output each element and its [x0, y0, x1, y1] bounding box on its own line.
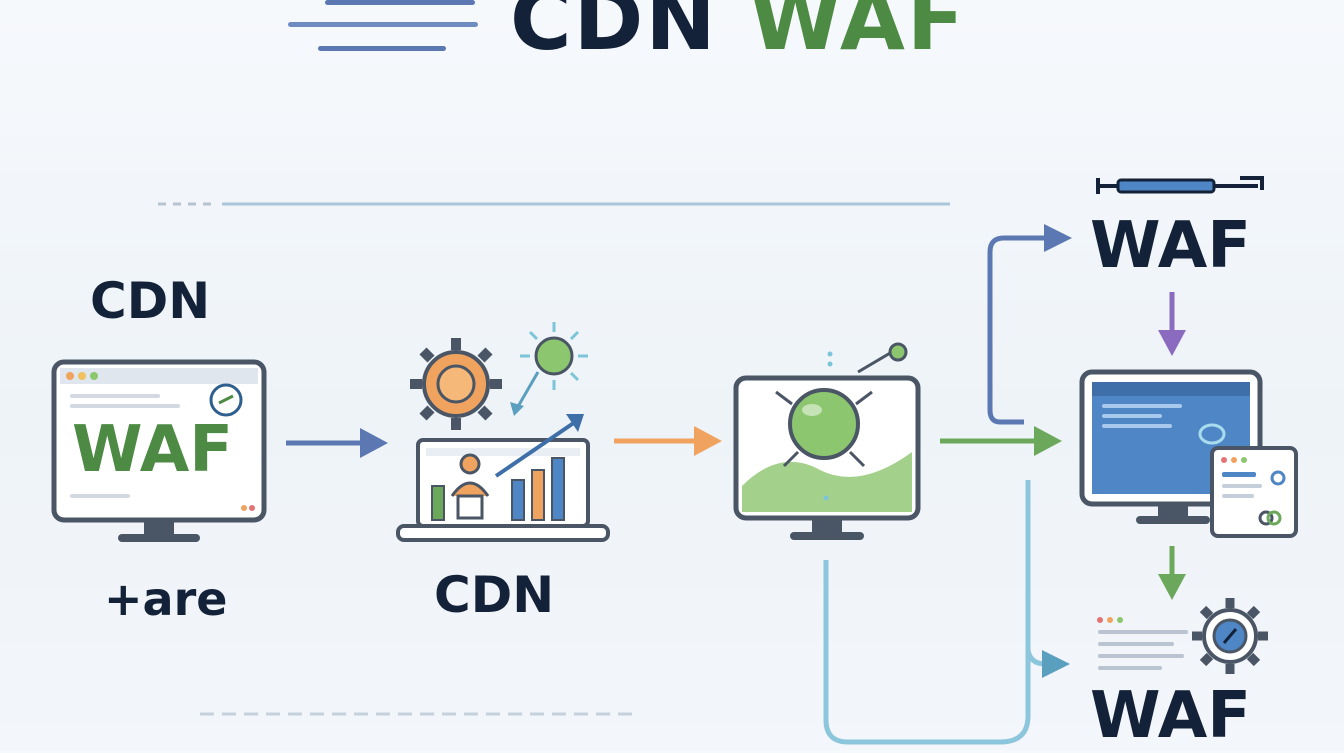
arrow-blue-1: [286, 428, 388, 458]
toolbar-pen-icon: [1096, 176, 1264, 194]
title-lines-decoration: [288, 0, 478, 51]
cdn-node-monitor-icon: [733, 342, 921, 540]
protected-server-monitor-icon: [1079, 369, 1298, 538]
title-waf: WAF: [748, 0, 967, 69]
right-top-label: WAF: [1090, 209, 1251, 283]
log-list-icon: [1097, 617, 1188, 670]
teal-flow-lines: [823, 480, 1070, 745]
arrow-orange: [614, 426, 722, 456]
diagram-title: CDN WAF: [510, 0, 966, 62]
node-icon: [510, 322, 588, 416]
gear-icon: [410, 338, 502, 430]
middle-bottom-label: CDN: [434, 566, 555, 624]
left-monitor-text: WAF: [72, 413, 233, 487]
arrow-green-down: [1158, 546, 1186, 600]
waf-monitor-icon: [51, 359, 267, 542]
title-cdn: CDN: [510, 0, 718, 69]
arrow-green: [940, 426, 1062, 456]
right-bottom-label: WAF: [1090, 679, 1251, 753]
cdn-analytics-laptop-icon: [396, 322, 610, 542]
arrow-purple-down: [1158, 292, 1186, 356]
left-bottom-label: +are: [104, 572, 228, 626]
settings-gear-icon: [1192, 598, 1268, 674]
arrow-branch-up: [987, 224, 1072, 425]
left-top-label: CDN: [90, 272, 211, 330]
